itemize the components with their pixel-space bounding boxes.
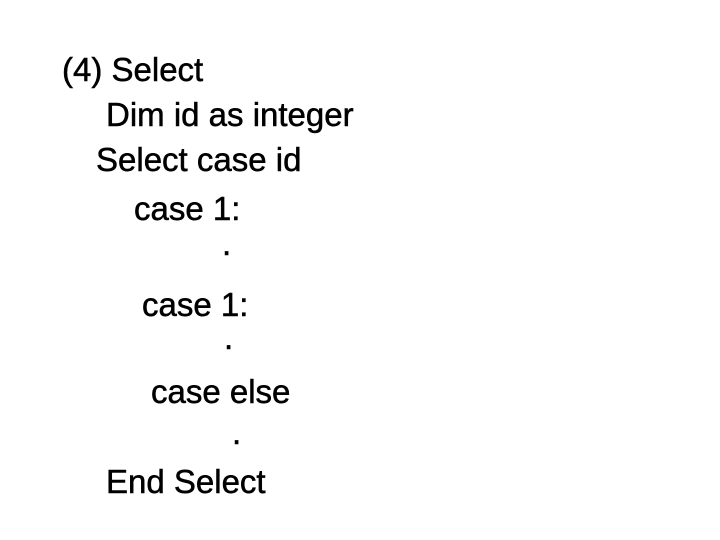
code-line-select-case: Select case id — [96, 141, 302, 178]
code-line-case-else: case else — [151, 373, 291, 410]
code-line-case-1-first: case 1: — [134, 190, 241, 227]
code-line-dim-statement: Dim id as integer — [106, 96, 354, 133]
code-line-ellipsis-dot-1: . — [222, 225, 232, 262]
code-line-end-select: End Select — [106, 463, 266, 500]
code-line-select-heading: (4) Select — [62, 51, 204, 88]
code-line-ellipsis-dot-2: . — [224, 319, 234, 356]
code-line-ellipsis-dot-3: . — [232, 414, 242, 451]
code-line-case-1-second: case 1: — [142, 286, 249, 323]
